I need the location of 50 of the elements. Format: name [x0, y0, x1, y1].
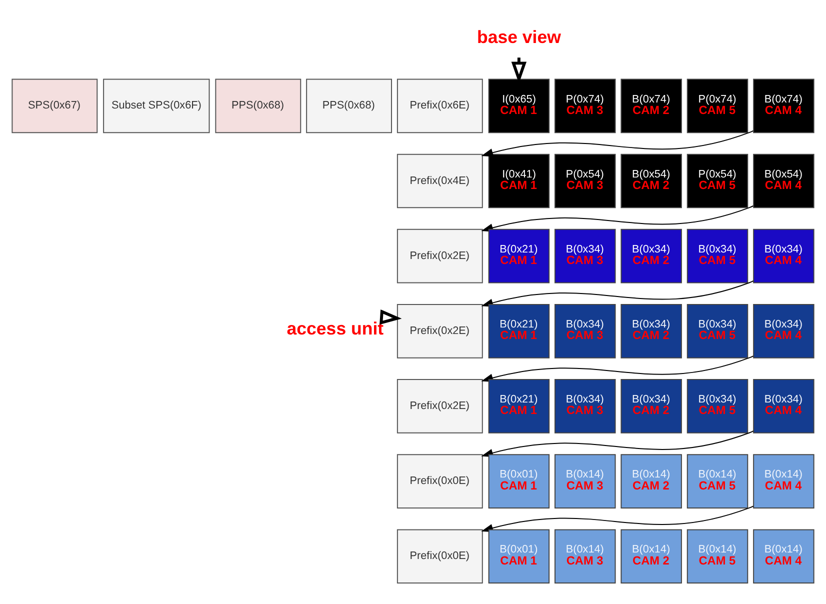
node-box: B(0x34) CAM 3 [554, 303, 616, 358]
arrow [380, 308, 402, 324]
node-box: B(0x14) CAM 4 [753, 454, 814, 508]
node-box: Prefix(0x0E) [396, 454, 483, 508]
node-box: B(0x14) CAM 3 [554, 528, 616, 584]
node-box: P(0x74) CAM 3 [554, 78, 616, 133]
node-box: B(0x74) CAM 2 [620, 78, 682, 133]
node-box: B(0x34) CAM 5 [686, 303, 748, 358]
node-text: access unit [286, 318, 384, 338]
node-box: B(0x34) CAM 4 [753, 303, 814, 358]
node-box: B(0x54) CAM 2 [620, 153, 682, 208]
node-box: B(0x14) CAM 5 [686, 454, 748, 508]
node-box: B(0x34) CAM 3 [554, 378, 616, 433]
node-box: B(0x34) CAM 2 [620, 303, 682, 358]
node-box: B(0x14) CAM 2 [620, 528, 682, 584]
node-box: Prefix(0x2E) [396, 378, 483, 433]
node-box: Prefix(0x2E) [396, 303, 483, 358]
node-box: B(0x54) CAM 4 [753, 153, 814, 208]
node-box: P(0x74) CAM 5 [686, 78, 748, 133]
node-box: B(0x01) CAM 1 [488, 454, 550, 508]
node-box: B(0x14) CAM 4 [753, 528, 814, 584]
node-text: base view [476, 26, 561, 47]
node-box: I(0x65) CAM 1 [488, 78, 550, 133]
node-box: Prefix(0x6E) [396, 78, 483, 133]
node-box: P(0x54) CAM 3 [554, 153, 616, 208]
node-box: Subset SPS(0x6F) [103, 78, 210, 133]
node-box: B(0x34) CAM 2 [620, 378, 682, 433]
node-box: B(0x34) CAM 2 [620, 228, 682, 283]
node-box: P(0x54) CAM 5 [686, 153, 748, 208]
node-box: B(0x14) CAM 3 [554, 454, 616, 508]
node-box: B(0x74) CAM 4 [753, 78, 814, 133]
node-box: Prefix(0x2E) [396, 228, 483, 283]
node-box: B(0x01) CAM 1 [488, 528, 550, 584]
node-box: B(0x34) CAM 4 [753, 378, 814, 433]
node-box: Prefix(0x4E) [396, 153, 483, 208]
node-box: B(0x21) CAM 1 [488, 228, 550, 283]
node-box: B(0x21) CAM 1 [488, 378, 550, 433]
arrow [481, 130, 754, 156]
node-box: PPS(0x68) [215, 78, 302, 133]
node-box: Prefix(0x0E) [396, 528, 483, 584]
node-box: B(0x14) CAM 5 [686, 528, 748, 584]
node-box: PPS(0x68) [306, 78, 392, 133]
node-box: B(0x34) CAM 4 [753, 228, 814, 283]
node-box: B(0x21) CAM 1 [488, 303, 550, 358]
node-box: SPS(0x67) [12, 78, 98, 133]
node-box: B(0x14) CAM 2 [620, 454, 682, 508]
node-box: I(0x41) CAM 1 [488, 153, 550, 208]
node-box: B(0x34) CAM 3 [554, 228, 616, 283]
node-box: B(0x34) CAM 5 [686, 378, 748, 433]
node-box: B(0x34) CAM 5 [686, 228, 748, 283]
